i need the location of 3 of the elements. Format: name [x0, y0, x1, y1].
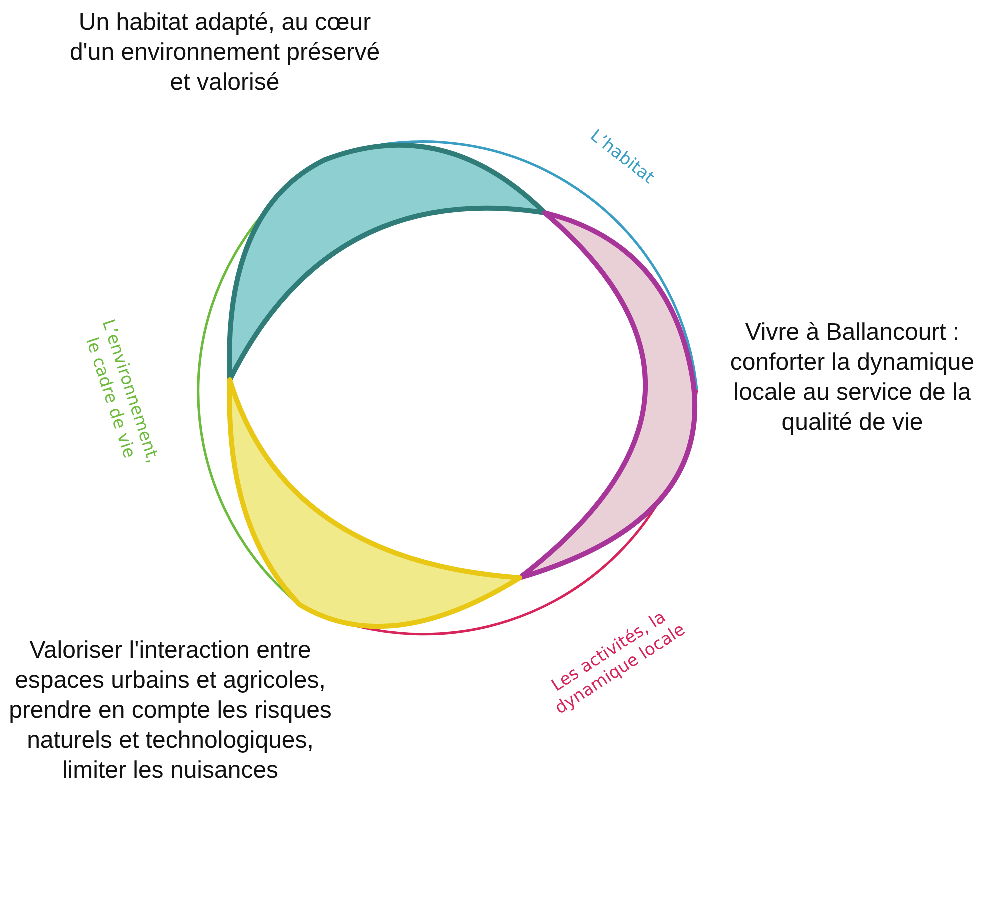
- statement-text: Valoriser l'interaction entre espaces urbains et agricoles, prendre en compte les risques naturels et technologiques, limiter les nuisances: [8, 636, 333, 786]
- statement-text: Vivre à Ballancourt : conforter la dynamique locale au service de la qualité de vie: [729, 318, 976, 438]
- statement-text: Un habitat adapté, au cœur d'un environnement préservé et valorisé: [68, 8, 382, 98]
